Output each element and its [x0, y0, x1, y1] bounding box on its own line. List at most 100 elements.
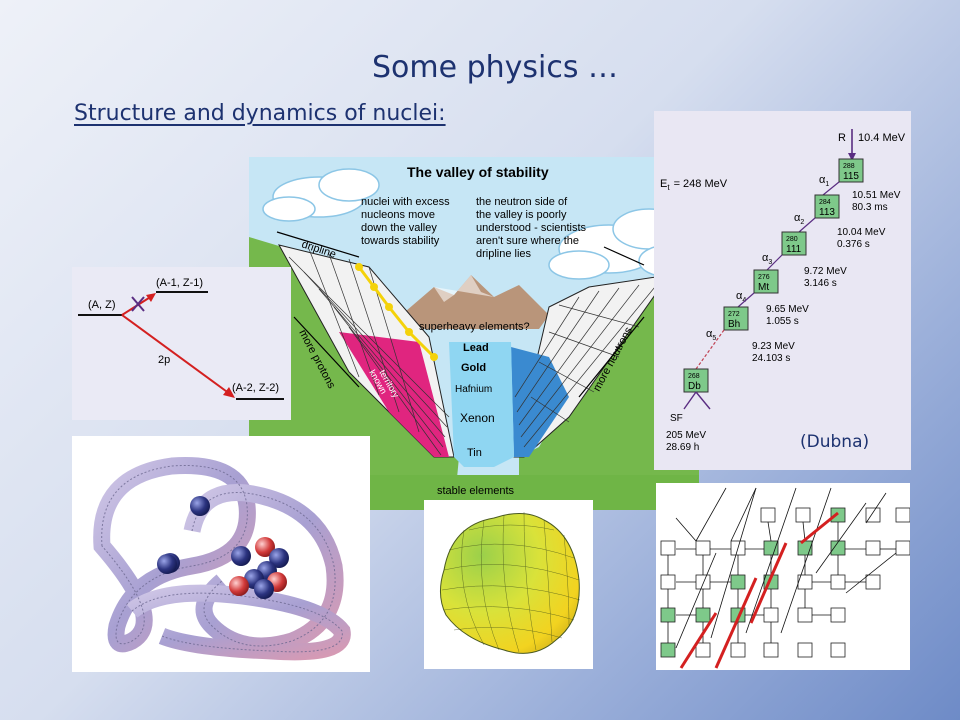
sf-arrow-left — [683, 391, 697, 410]
half-life: 3.146 s — [804, 278, 837, 289]
valley-title: The valley of stability — [407, 164, 549, 180]
total-energy-label: Et= 248 MeV — [660, 178, 728, 192]
hafnium-label: Hafnium — [455, 384, 492, 395]
final-nucleus: 268 Db — [683, 368, 709, 393]
chain-step: 272 Bh α5 9.23 MeV 24.103 s — [706, 306, 795, 364]
recoil-label: R — [838, 132, 846, 144]
nucleus-box — [781, 231, 807, 256]
stable-elements-label: stable elements — [437, 485, 515, 497]
reaction-arrows — [667, 487, 897, 649]
deformed-nucleus-svg — [424, 500, 593, 669]
borromean-svg — [72, 436, 370, 672]
alpha-energy: 10.04 MeV — [837, 227, 886, 238]
recoil-energy: 10.4 MeV — [858, 132, 906, 144]
rp-process-path — [679, 511, 839, 669]
nucleus-box — [814, 194, 840, 219]
blocked-cross-icon — [131, 296, 145, 312]
known-territory-label: known territory — [367, 368, 401, 400]
xenon-label: Xenon — [460, 411, 495, 425]
mass-number: 268 — [688, 373, 700, 380]
mass-number: 280 — [786, 236, 798, 243]
nucleons — [157, 496, 289, 599]
svg-text:the neutron side of: the neutron side of — [476, 196, 568, 208]
half-life: 80.3 ms — [852, 202, 888, 213]
element-symbol: Bh — [728, 319, 740, 330]
svg-text:aren't sure where the: aren't sure where the — [476, 235, 579, 247]
alpha-energy: 9.65 MeV — [766, 304, 809, 315]
decay-path-dots — [355, 263, 438, 361]
stability-channel — [449, 342, 514, 467]
known-territory-region — [339, 332, 449, 457]
sf-arrow-right — [695, 391, 711, 410]
daughter1-label: (A-1, Z-1) — [156, 277, 203, 289]
alpha-label: α4 — [736, 290, 746, 304]
alpha-energy: 9.72 MeV — [804, 266, 847, 277]
dripline-arrow-right — [603, 246, 645, 266]
dubna-svg: Et= 248 MeV R 10.4 MeV 288 115 α1 10.51 … — [654, 111, 911, 470]
dripline-arrow-left — [276, 231, 360, 258]
decay-2p-svg: (A, Z) (A-1, Z-1) (A-2, Z-2) 2p — [72, 267, 291, 420]
slide-subtitle: Structure and dynamics of nuclei: — [74, 101, 446, 126]
nucleus-box — [753, 269, 779, 294]
mass-number: 288 — [843, 163, 855, 170]
alpha-label: α5 — [706, 328, 716, 342]
sf-label: SF — [670, 413, 683, 424]
alpha-label: α1 — [819, 174, 829, 188]
half-life: 1.055 s — [766, 316, 799, 327]
surface-mesh — [441, 511, 581, 653]
note-right: the neutron side of the valley is poorly… — [476, 196, 587, 260]
svg-text:towards stability: towards stability — [361, 235, 440, 247]
more-neutrons-arrow — [578, 316, 645, 398]
superheavy-label: superheavy elements? — [419, 321, 530, 333]
element-symbol: 113 — [819, 207, 835, 218]
mass-number: 276 — [758, 274, 770, 281]
element-symbol: 115 — [843, 171, 859, 182]
mass-number: 284 — [819, 199, 831, 206]
more-protons-arrow — [293, 316, 360, 388]
svg-text:dripline lies: dripline lies — [476, 248, 532, 260]
element-symbol: 111 — [786, 244, 802, 255]
sf-energy: 205 MeV — [666, 430, 706, 441]
svg-text:down the valley: down the valley — [361, 222, 437, 234]
deformed-surface — [440, 513, 580, 654]
valley-svg: The valley of stability nuclei with exce… — [249, 157, 699, 510]
chain-step: 284 113 α2 10.04 MeV 0.376 s — [794, 194, 886, 250]
slide-title: Some physics … — [371, 50, 619, 85]
chain-step: 276 Mt α4 9.65 MeV 1.055 s — [736, 269, 809, 327]
alpha-energy: 10.51 MeV — [852, 190, 901, 201]
two-proton-arrow — [121, 314, 231, 395]
two-proton-decay-figure: (A, Z) (A-1, Z-1) (A-2, Z-2) 2p — [72, 267, 291, 420]
daughter2-label: (A-2, Z-2) — [232, 382, 279, 394]
note-left: nuclei with excess nucleons move down th… — [361, 196, 450, 247]
dubna-caption: (Dubna) — [800, 432, 869, 452]
nucleus-box — [723, 306, 749, 331]
chain-step: 280 111 α3 9.72 MeV 3.146 s — [762, 231, 847, 289]
alpha-energy: 9.23 MeV — [752, 341, 795, 352]
half-life: 0.376 s — [837, 239, 870, 250]
chain-step: 288 115 α1 10.51 MeV 80.3 ms — [819, 158, 901, 213]
borromean-nucleus-figure — [72, 436, 370, 672]
decay-chain: 288 115 α1 10.51 MeV 80.3 ms 284 113 α2 … — [683, 158, 901, 393]
half-life: 24.103 s — [752, 353, 790, 364]
valley-of-stability-figure: The valley of stability nuclei with exce… — [249, 157, 699, 510]
svg-text:understood - scientists: understood - scientists — [476, 222, 587, 234]
mass-number: 272 — [728, 311, 740, 318]
parent-label: (A, Z) — [88, 299, 116, 311]
element-symbol: Mt — [758, 282, 769, 293]
alpha-label: α3 — [762, 252, 772, 266]
tin-label: Tin — [467, 447, 482, 459]
nuclide-chart-figure — [656, 483, 910, 670]
sf-time: 28.69 h — [666, 442, 699, 453]
gold-label: Gold — [461, 362, 486, 374]
svg-text:the valley is poorly: the valley is poorly — [476, 209, 567, 221]
element-symbol: Db — [688, 381, 701, 392]
lead-label: Lead — [463, 342, 489, 354]
nuclide-chart-svg — [656, 483, 910, 670]
deformed-nucleus-figure — [424, 500, 593, 669]
svg-text:nucleons move: nucleons move — [361, 209, 435, 221]
svg-text:nuclei with excess: nuclei with excess — [361, 196, 450, 208]
alpha-label: α2 — [794, 212, 804, 226]
decay-mode-label: 2p — [158, 354, 170, 366]
nucleus-box — [838, 158, 864, 183]
neutron-region — [511, 347, 569, 457]
